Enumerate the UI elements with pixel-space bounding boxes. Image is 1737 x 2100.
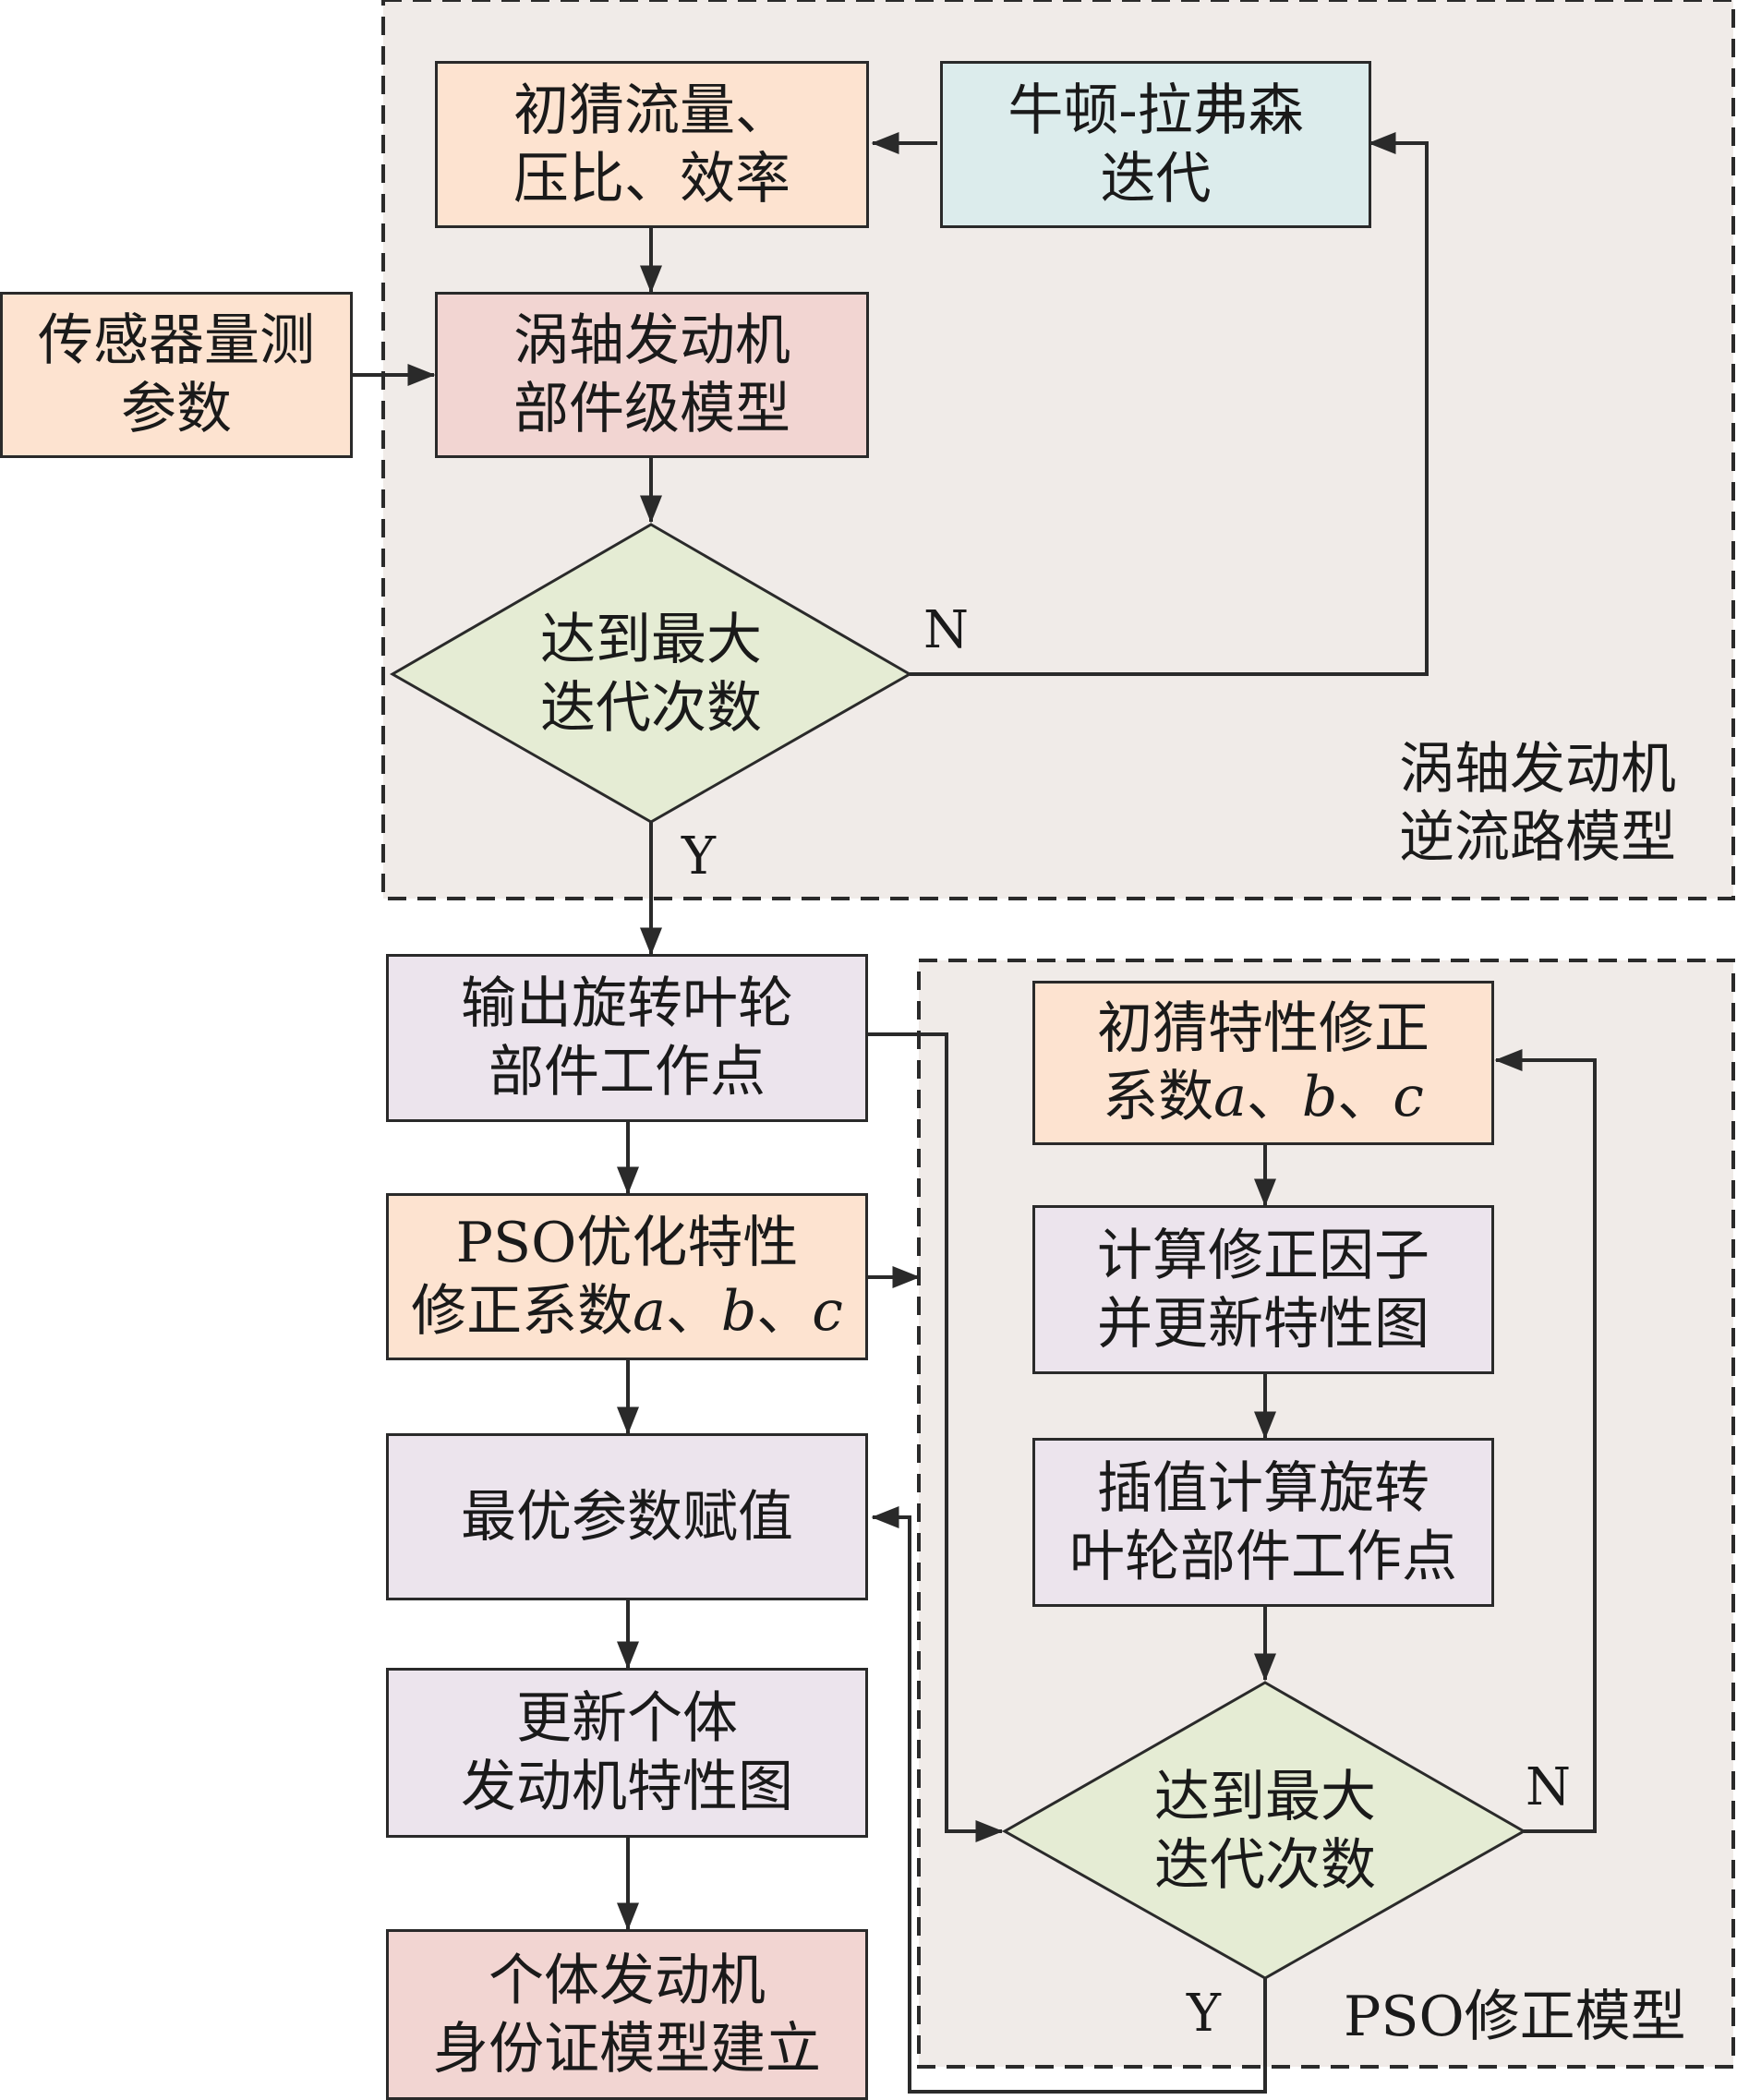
- interpolate-operating-point-box: 插值计算旋转 叶轮部件工作点: [1032, 1438, 1494, 1607]
- sensor-parameters-box: 传感器量测 参数: [0, 292, 353, 458]
- output-rotor-operating-point-box: 输出旋转叶轮 部件工作点: [386, 954, 868, 1122]
- bottom-no-label: N: [1526, 1757, 1571, 1817]
- engine-id-model-box: 个体发动机 身份证模型建立: [386, 1929, 868, 2100]
- decision-top-text: 达到最大 迭代次数: [540, 608, 762, 741]
- bottom-yes-label: Y: [1187, 1984, 1221, 2044]
- arrow-decision-no-to-newton: [910, 132, 1429, 676]
- calculate-correction-factor-box: 计算修正因子 并更新特性图: [1032, 1205, 1494, 1374]
- arrow-bottom-yes-to-assign: [871, 1506, 1267, 2094]
- guess-flow-ratio-efficiency-box: 初猜流量、 压比、效率: [435, 61, 869, 228]
- component-level-model-box: 涡轴发动机 部件级模型: [435, 292, 869, 458]
- inverse-model-title: 涡轴发动机 逆流路模型: [1399, 737, 1676, 870]
- arrow-output-to-bottom-decision: [868, 1032, 1004, 1842]
- newton-raphson-box: 牛顿-拉弗森 迭代: [940, 61, 1371, 228]
- pso-model-title: PSO修正模型: [1344, 1985, 1686, 2049]
- top-no-label: N: [923, 600, 969, 660]
- update-engine-map-box: 更新个体 发动机特性图: [386, 1668, 868, 1838]
- decision-bottom-text: 达到最大 迭代次数: [1154, 1765, 1376, 1898]
- top-yes-label: Y: [682, 827, 716, 887]
- arrow-bottom-no-to-guess-coef: [1494, 1049, 1597, 1833]
- pso-optimize-coefficients-box: PSO优化特性 修正系数a、b、c: [386, 1193, 868, 1360]
- guess-correction-coefficients-box: 初猜特性修正 系数a、b、c: [1032, 981, 1494, 1145]
- best-parameter-assignment-box: 最优参数赋值: [386, 1433, 868, 1600]
